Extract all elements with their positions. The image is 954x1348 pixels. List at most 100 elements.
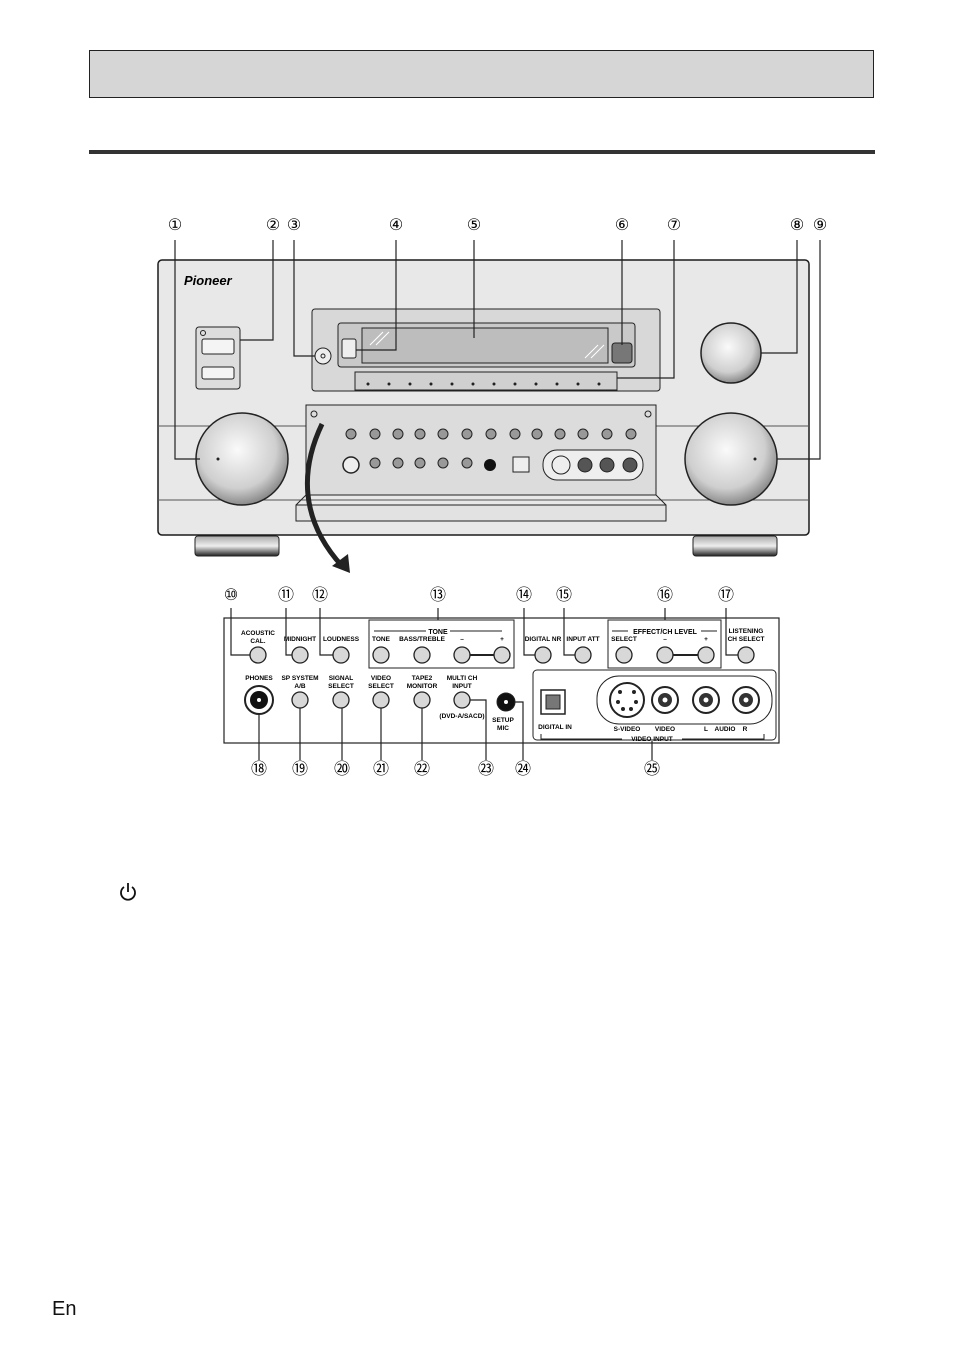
door-open-arrow — [305, 422, 344, 568]
tone-plus-button[interactable] — [493, 646, 511, 664]
loudness-button[interactable] — [332, 646, 350, 664]
tone-group-label: TONE — [428, 629, 448, 636]
label-bass-treble: BASS/TREBLE — [399, 636, 446, 643]
label-sp-system-2: A/B — [294, 683, 306, 690]
subsection-rule — [89, 150, 875, 154]
master-volume-dial[interactable] — [684, 412, 778, 506]
label-tape2: TAPE2 — [412, 675, 433, 682]
label-acoustic-cal: ACOUSTIC — [241, 630, 275, 637]
callout-6: ⑥ — [615, 217, 629, 234]
label-acoustic-cal-2: CAL. — [250, 638, 265, 645]
effect-minus-button[interactable] — [656, 646, 674, 664]
digital-nr-button[interactable] — [534, 646, 552, 664]
video-select-button[interactable] — [372, 691, 390, 709]
label-input-att: INPUT ATT — [566, 636, 599, 643]
label-tone: TONE — [372, 636, 391, 643]
label-sp-system: SP SYSTEM — [281, 675, 318, 682]
effect-select-button[interactable] — [615, 646, 633, 664]
input-selector-dial[interactable] — [195, 412, 289, 506]
eject-door[interactable] — [201, 366, 235, 380]
listening-ch-select-button[interactable] — [737, 646, 755, 664]
callout-22: ㉒ — [414, 760, 430, 778]
callout-17: ⑰ — [718, 586, 734, 604]
callout-23: ㉓ — [478, 760, 494, 778]
callout-13: ⑬ — [430, 586, 446, 604]
callout-14: ⑭ — [516, 586, 532, 604]
label-audio-r: R — [743, 726, 748, 733]
label-dvd-a-sacd: (DVD-A/SACD) — [439, 713, 484, 720]
acoustic-cal-button[interactable] — [249, 646, 267, 664]
label-digital-in: DIGITAL IN — [538, 724, 572, 731]
brand-logo: Pioneer — [184, 273, 233, 288]
label-signal: SIGNAL — [329, 675, 354, 682]
label-audio: AUDIO — [715, 726, 736, 733]
standby-panel — [195, 326, 241, 390]
tape2-monitor-button[interactable] — [413, 691, 431, 709]
label-phones: PHONES — [245, 675, 273, 682]
callout-2: ② — [266, 217, 280, 234]
signal-select-button[interactable] — [332, 691, 350, 709]
callout-10: ⑩ — [224, 587, 238, 604]
label-effect-minus: – — [663, 636, 667, 643]
section-header-bar — [89, 50, 874, 98]
label-video-input: VIDEO INPUT — [631, 736, 673, 743]
label-mic: MIC — [497, 725, 509, 732]
callout-4: ④ — [389, 217, 403, 234]
callout-3: ③ — [287, 217, 301, 234]
page-language-code: En — [52, 1298, 77, 1320]
label-video: VIDEO — [371, 675, 391, 682]
label-multi-ch: MULTI CH — [447, 675, 478, 682]
label-tone-plus: + — [500, 636, 504, 643]
bass-treble-button[interactable] — [413, 646, 431, 664]
callout-8: ⑧ — [790, 217, 804, 234]
standby-button[interactable] — [201, 338, 235, 355]
label-video-select: SELECT — [368, 683, 394, 690]
effect-group-label: EFFECT/CH LEVEL — [633, 629, 698, 636]
label-listening: LISTENING — [729, 628, 764, 635]
label-effect-select: SELECT — [611, 636, 637, 643]
label-tape2-monitor: MONITOR — [407, 683, 438, 690]
label-video-jack: VIDEO — [655, 726, 675, 733]
tone-button[interactable] — [372, 646, 390, 664]
label-ch-select: CH SELECT — [728, 636, 765, 643]
multi-ch-input-button[interactable] — [453, 691, 471, 709]
callout-21: ㉑ — [373, 760, 389, 778]
midnight-button[interactable] — [291, 646, 309, 664]
label-effect-plus: + — [704, 636, 708, 643]
callout-12: ⑫ — [312, 586, 328, 604]
input-att-button[interactable] — [574, 646, 592, 664]
multi-jog-dial[interactable] — [700, 322, 762, 384]
label-midnight: MIDNIGHT — [284, 636, 316, 643]
remote-sensor — [314, 347, 332, 365]
front-door-panel: TONE EFFECT/CH LEVEL ACOUSTIC CAL. MIDNI… — [223, 617, 780, 744]
s-video-jack[interactable] — [609, 682, 645, 718]
label-digital-nr: DIGITAL NR — [525, 636, 562, 643]
callout-24: ㉔ — [515, 760, 531, 778]
callout-16: ⑯ — [657, 586, 673, 604]
callout-25: ㉕ — [644, 760, 660, 778]
callout-19: ⑲ — [292, 760, 308, 778]
mcacc-indicator — [341, 338, 357, 359]
power-icon — [120, 883, 136, 901]
label-tone-minus: – — [460, 636, 464, 643]
label-signal-select: SELECT — [328, 683, 354, 690]
effect-plus-button[interactable] — [697, 646, 715, 664]
callout-1: ① — [168, 217, 182, 234]
callout-9: ⑨ — [813, 217, 827, 234]
label-audio-l: L — [704, 726, 708, 733]
fl-display — [361, 327, 609, 364]
receiver-body: Pioneer — [157, 259, 810, 557]
callout-18: ⑱ — [251, 760, 267, 778]
callout-7: ⑦ — [667, 217, 681, 234]
callout-11: ⑪ — [278, 586, 294, 604]
label-multi-ch-input: INPUT — [452, 683, 472, 690]
digital-logo — [611, 342, 633, 364]
tone-minus-button[interactable] — [453, 646, 471, 664]
callout-5: ⑤ — [467, 217, 481, 234]
callout-15: ⑮ — [556, 586, 572, 604]
label-loudness: LOUDNESS — [323, 636, 360, 643]
sp-system-button[interactable] — [291, 691, 309, 709]
label-s-video: S-VIDEO — [614, 726, 641, 733]
callout-20: ⑳ — [334, 760, 350, 778]
